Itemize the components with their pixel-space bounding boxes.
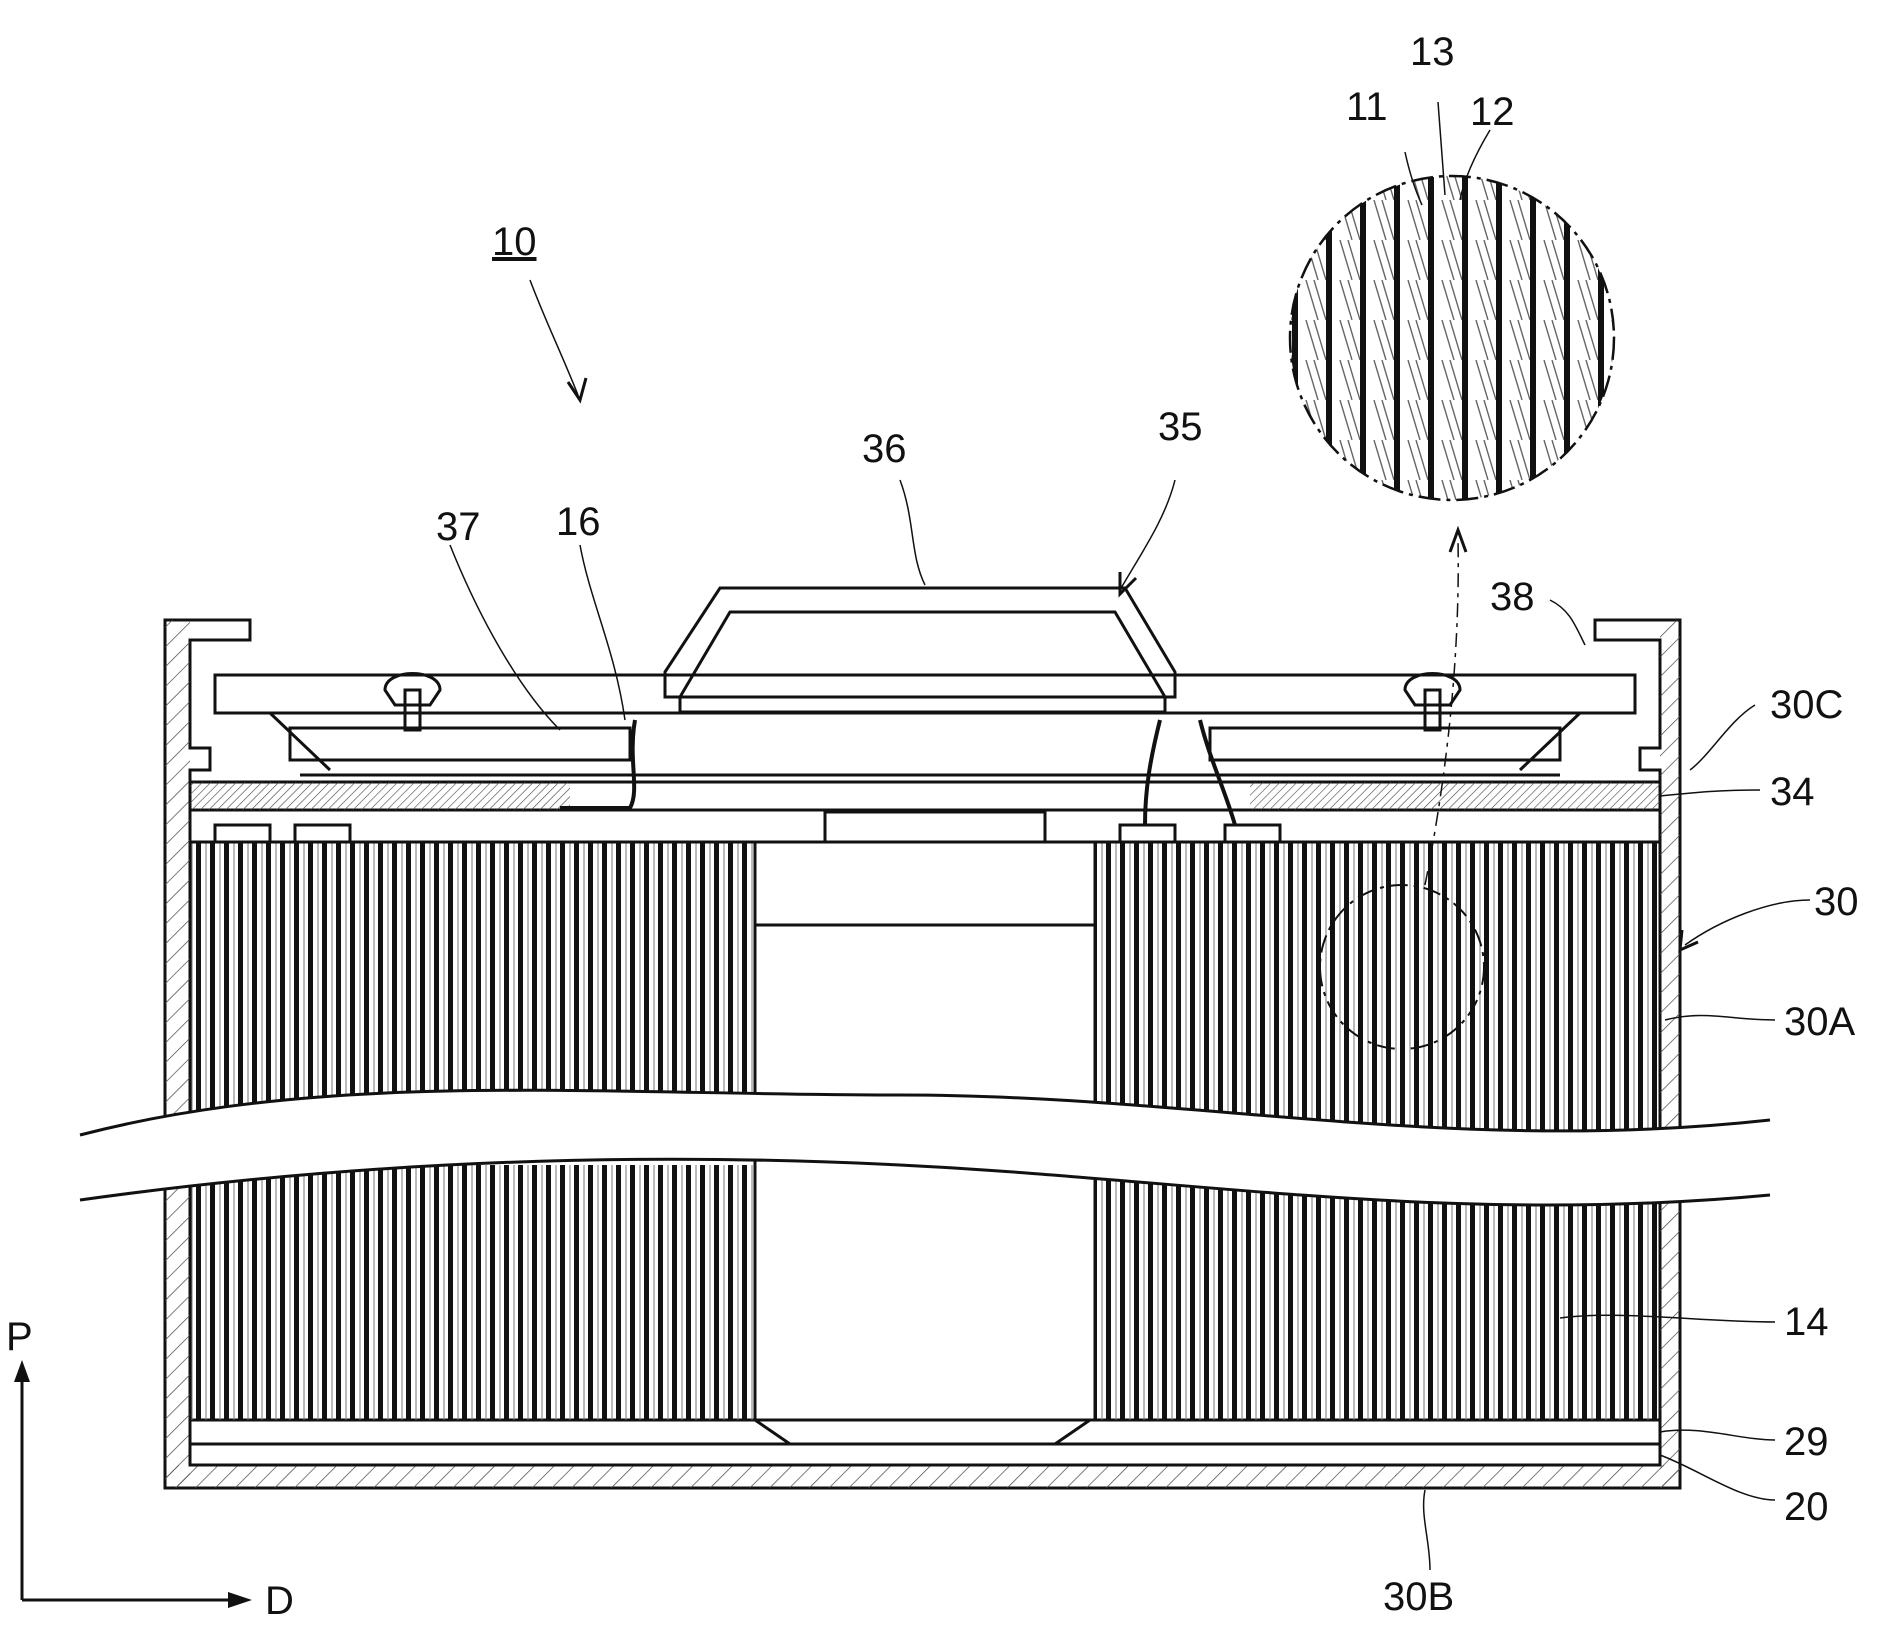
axis-label-P: P	[6, 1315, 33, 1359]
label-20: 20	[1784, 1485, 1829, 1529]
lid-plate	[215, 675, 1635, 775]
label-13: 13	[1410, 30, 1455, 74]
axis-label-D: D	[265, 1579, 294, 1623]
label-30A: 30A	[1784, 1000, 1855, 1044]
label-38: 38	[1490, 575, 1535, 619]
label-37: 37	[436, 505, 481, 549]
label-16: 16	[556, 500, 601, 544]
label-29: 29	[1784, 1420, 1829, 1464]
circuit-board	[190, 782, 1660, 842]
cell-stack-left-upper	[190, 842, 755, 1122]
label-30C: 30C	[1770, 683, 1843, 727]
cell-stack-right-upper	[1095, 842, 1660, 1132]
cell-stack-right-lower	[1095, 1180, 1660, 1420]
label-12: 12	[1470, 90, 1515, 134]
label-34: 34	[1770, 770, 1815, 814]
cell-stack-left-lower	[190, 1165, 755, 1420]
label-30: 30	[1814, 880, 1859, 924]
label-35: 35	[1158, 405, 1203, 449]
bottom-layers	[190, 1420, 1660, 1465]
magnified-detail-circle	[1280, 170, 1630, 510]
label-14: 14	[1784, 1300, 1829, 1344]
raised-cover	[665, 588, 1175, 712]
label-36: 36	[862, 427, 907, 471]
rivet-left	[385, 674, 440, 731]
label-10: 10	[492, 220, 537, 264]
label-11: 11	[1346, 85, 1388, 129]
label-30B: 30B	[1383, 1575, 1454, 1619]
